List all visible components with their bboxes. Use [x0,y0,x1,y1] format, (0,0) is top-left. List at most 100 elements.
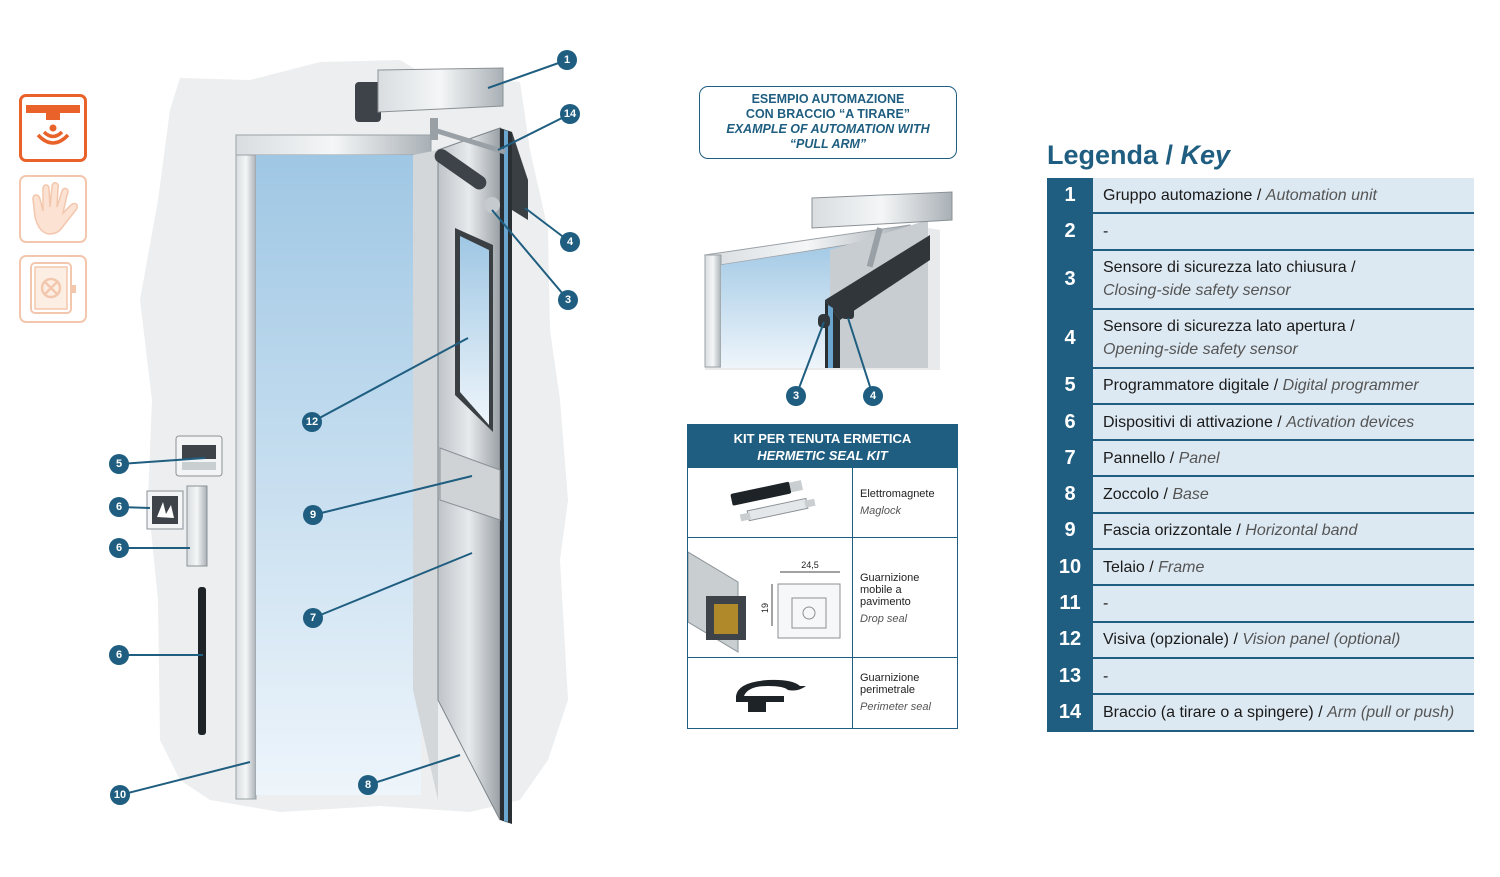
legend-text: Zoccolo / Base [1093,477,1474,512]
example-line3: EXAMPLE OF AUTOMATION WITH [726,122,930,136]
legend-text-it: - [1103,222,1109,240]
kit-maglock-text: Elettromagnete Maglock [860,488,935,517]
legend-text-it: Telaio / [1103,558,1159,576]
callout-8 [358,775,378,795]
callout-label: 6 [116,542,122,554]
legend-text-it: - [1103,667,1109,685]
callout-label: 3 [565,294,571,306]
detail-callout-4 [863,386,883,406]
legend-number: 3 [1047,250,1093,308]
callout-9 [303,505,323,525]
drop-seal-image: 24,5 19 [687,538,853,657]
legend-text-it: Programmatore digitale / [1103,377,1283,395]
legend-row: 4 Sensore di sicurezza lato apertura / Ope… [1047,309,1474,369]
legend-text-en: Frame [1158,558,1205,576]
legend-text-en: Arm (pull or push) [1327,703,1455,721]
legend-number: 11 [1047,586,1093,621]
legend-row: 2- [1047,214,1474,251]
callouts [109,50,580,805]
dim-height: 19 [760,603,770,613]
emergency-button-icon [19,255,87,323]
legend-number: 10 [1047,550,1093,585]
callout-12 [302,412,322,432]
maglock-image [688,468,853,537]
legend-text: Sensore di sicurezza lato apertura / Open… [1093,309,1474,367]
kit-title-en: HERMETIC SEAL KIT [757,448,888,463]
callout-14 [560,104,580,124]
legend-text: Dispositivi di attivazione / Activation … [1093,404,1474,440]
legend-number: 1 [1047,178,1093,213]
example-line1: ESEMPIO AUTOMAZIONE [751,92,905,106]
legend-text-en: Horizontal band [1245,522,1358,540]
dim-width: 24,5 [801,560,819,570]
legend-text: - [1093,214,1474,249]
legend-text: Braccio (a tirare o a spingere) / Arm (p… [1093,695,1474,730]
callout-label: 8 [365,779,371,791]
callout-label: 12 [306,416,318,428]
legend-text-en: Base [1172,486,1209,504]
legend-text-it: Sensore di sicurezza lato apertura / [1103,318,1355,336]
legend-number: 14 [1047,695,1093,730]
callout-label: 6 [116,501,122,513]
kit-drop-seal-text: Guarnizione mobile a pavimento Drop seal [860,572,920,625]
legend-text-en: Opening-side safety sensor [1103,341,1298,359]
callout-label: 4 [567,236,574,248]
legend-text-it: Sensore di sicurezza lato chiusura / [1103,259,1356,277]
callout-label: 10 [114,789,126,801]
legend-text: Telaio / Frame [1093,550,1474,585]
kit-title-it: KIT PER TENUTA ERMETICA [733,431,912,446]
legend-number: 4 [1047,309,1093,367]
legend-number: 8 [1047,477,1093,512]
door-illustration: 1 14 4 3 12 5 6 6 9 7 6 10 8 [109,50,580,824]
callout-1 [557,50,577,70]
legend-text-it: Braccio (a tirare o a spingere) / [1103,703,1328,721]
callout-4 [560,232,580,252]
legend-number: 2 [1047,214,1093,249]
callout-label: 5 [116,458,122,470]
legend-text-it: Gruppo automazione / [1103,186,1266,204]
detail-callout-label: 3 [793,390,799,402]
callout-6c [109,645,129,665]
legend-number: 12 [1047,622,1093,657]
legend-text-en: Activation devices [1286,413,1415,431]
callout-label: 6 [116,649,122,661]
legend-text-en: Digital programmer [1282,377,1419,395]
kit-header: KIT PER TENUTA ERMETICA HERMETIC SEAL KI… [688,425,957,467]
legend-text-it: Dispositivi di attivazione / [1103,413,1287,431]
hand-icon [19,175,87,243]
legend-text-en: Closing-side safety sensor [1103,282,1291,300]
legend-text-it: Visiva (opzionale) / [1103,631,1243,649]
callout-6a [109,497,129,517]
legend-row: 5 Programmatore digitale / Digital progra… [1047,368,1474,405]
legend-number: 5 [1047,368,1093,403]
legend-text-it: Zoccolo / [1103,486,1173,504]
callout-3 [558,290,578,310]
legend-row: 11- [1047,586,1474,623]
perimeter-seal-image [688,658,853,728]
callout-label: 1 [564,54,570,66]
kit-perimeter-seal-text: Guarnizione perimetrale Perimeter seal [860,672,931,713]
detail-illustration: 3 4 [703,191,953,406]
legend-row: 3 Sensore di sicurezza lato chiusura / Clo… [1047,250,1474,310]
kit-row-drop-seal: 24,5 19 Guarnizione mobile a pavimento D… [687,537,957,657]
legend-text-it: - [1103,595,1109,613]
callout-7 [303,608,323,628]
example-line2: CON BRACCIO “A TIRARE” [745,107,911,121]
detail-callout-3 [786,386,806,406]
legend-number: 7 [1047,441,1093,476]
detail-callout-label: 4 [870,390,877,402]
legend-text-en: Panel [1178,449,1220,467]
sensor-icon [19,94,87,162]
legend-text: Gruppo automazione / Automation unit [1093,178,1474,213]
legend-text: Visiva (opzionale) / Vision panel (optio… [1093,622,1474,657]
legend-text: - [1093,658,1474,694]
legend-text: - [1093,586,1474,621]
legend-text: Pannello / Panel [1093,441,1474,476]
